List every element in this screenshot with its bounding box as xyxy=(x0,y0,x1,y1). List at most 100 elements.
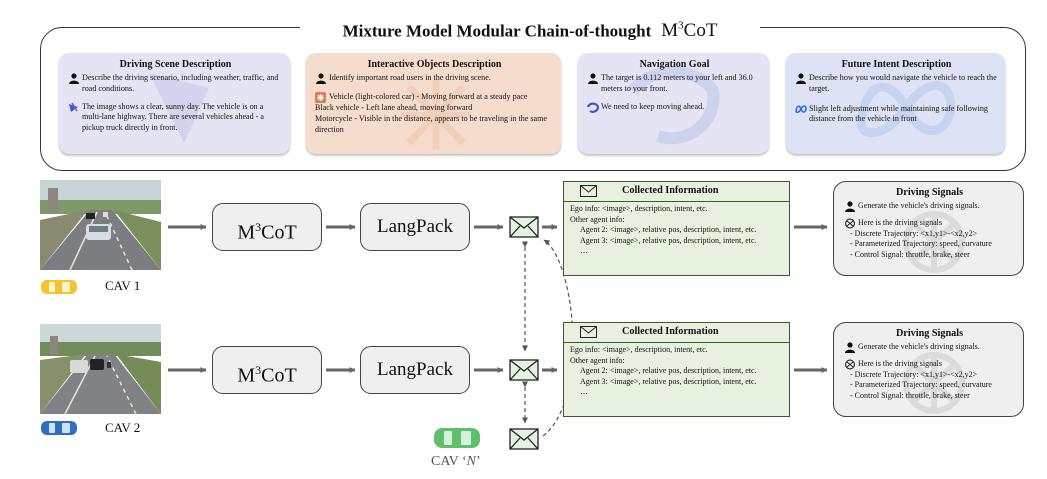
driving-signals-answer: Here is the driving signals xyxy=(858,358,942,368)
interactive-object-3: Motorcycle - Visible in the distance, ap… xyxy=(315,113,547,134)
openai-icon xyxy=(845,218,855,229)
signal-item-2: - Parameterized Trajectory: speed, curva… xyxy=(850,239,992,249)
driving-signals-answer: Here is the driving signals xyxy=(858,217,942,227)
openai-watermark-icon xyxy=(903,352,965,414)
interactive-objects-title: Interactive Objects Description xyxy=(367,59,502,70)
driving-signals-answer-line: Here is the driving signals xyxy=(844,218,1015,229)
envelope-icon xyxy=(580,185,597,197)
cav2-label: CAV 2 xyxy=(105,420,141,435)
interactive-object-1: Vehicle (light-colored car) - Moving for… xyxy=(329,92,528,101)
other-agent-info: Other agent info: xyxy=(570,214,625,224)
driving-signals-box-2: Driving Signals Generate the vehicle's d… xyxy=(833,322,1024,417)
navigation-goal-prompt-line: The target is 0.112 meters to your left … xyxy=(587,73,762,95)
interactive-objects-prompt-line: Identify important road users in the dri… xyxy=(315,73,554,84)
m3cot-module-1: M3CoT xyxy=(212,203,322,251)
collected-information-box-2: Collected Information Ego info: <image>,… xyxy=(563,322,790,417)
driving-scene-prompt-line: Describe the driving scenario, including… xyxy=(68,73,283,95)
more-agents: … xyxy=(580,387,588,396)
navigation-goal-answer: We need to keep moving ahead. xyxy=(601,101,705,111)
future-intent-answer-line: Slight left adjustment while maintaining… xyxy=(795,104,998,126)
signal-item-1: - Discrete Trajectory: <x1,y1>-<x2,y2> xyxy=(850,369,978,379)
driving-scene-answer: The image shows a clear, sunny day. The … xyxy=(82,101,265,133)
interactive-objects-answer-2: Black vehicle - Left lane ahead, moving … xyxy=(315,103,554,114)
driving-signals-prompt-line: Generate the vehicle's driving signals. xyxy=(844,201,1015,212)
envelope-icon xyxy=(509,428,539,450)
driving-signals-title: Driving Signals xyxy=(895,187,964,198)
badge-rest: CoT xyxy=(683,20,718,42)
collected-information-header: Collected Information xyxy=(564,182,789,202)
envelope-icon xyxy=(509,216,539,238)
cav-n-label-prefix: CAV ‘ xyxy=(431,454,467,469)
future-intent-title: Future Intent Description xyxy=(841,59,952,70)
future-intent-answer: Slight left adjustment while maintaining… xyxy=(809,103,988,124)
cav1-car-icon xyxy=(41,280,77,294)
user-icon xyxy=(845,200,855,212)
driving-scene-answer-line: The image shows a clear, sunny day. The … xyxy=(68,102,283,134)
signal-item-3: - Control Signal: throttle, brake, steer xyxy=(850,390,970,400)
langpack-module-2: LangPack xyxy=(360,346,470,394)
cav-n-label-n: N xyxy=(466,454,477,469)
gemini-watermark-icon xyxy=(149,73,209,143)
claude-icon xyxy=(315,92,326,103)
future-intent-panel: Future Intent Description Describe how y… xyxy=(786,53,1005,154)
navigation-goal-title: Navigation Goal xyxy=(639,59,710,70)
m3cot-module-2: M3CoT xyxy=(212,346,322,394)
gemini-icon xyxy=(69,102,78,112)
interactive-objects-answer-1: Vehicle (light-colored car) - Moving for… xyxy=(315,92,554,103)
interactive-objects-prompt: Identify important road users in the dri… xyxy=(329,73,491,82)
cav1-camera-image xyxy=(40,180,161,270)
agent3-info: Agent 3: <image>, relative pos, descript… xyxy=(580,235,757,245)
collected-information-header: Collected Information xyxy=(564,323,789,343)
user-icon xyxy=(316,73,326,84)
ego-info: Ego info: <image>, description, intent, … xyxy=(570,204,708,213)
navigation-goal-prompt: The target is 0.112 meters to your left … xyxy=(601,73,753,93)
cav-n-label-suffix: ’ xyxy=(476,454,481,469)
interactive-objects-panel: Interactive Objects Description Identify… xyxy=(306,53,561,154)
driving-signals-prompt-line: Generate the vehicle's driving signals. xyxy=(844,342,1015,353)
envelope-icon xyxy=(509,359,539,381)
m3cot-sup: 3 xyxy=(255,220,262,234)
navigation-goal-answer-line: We need to keep moving ahead. xyxy=(587,102,762,113)
cav-n-car-icon xyxy=(434,428,480,448)
m3cot-rest: CoT xyxy=(261,221,297,244)
langpack-module-1: LangPack xyxy=(360,203,470,251)
user-icon xyxy=(796,73,806,84)
collected-information-title: Collected Information xyxy=(622,185,719,196)
meta-watermark-icon xyxy=(856,81,956,138)
cav2-camera-image xyxy=(40,324,161,414)
claude-watermark-icon-2 xyxy=(627,66,720,145)
m3cot-rest: CoT xyxy=(261,364,297,387)
future-intent-prompt: Describe how you would navigate the vehi… xyxy=(809,73,997,93)
cav2-car-icon xyxy=(41,421,77,435)
driving-signals-prompt: Generate the vehicle's driving signals. xyxy=(858,200,980,210)
badge-sup: 3 xyxy=(678,20,684,32)
meta-icon xyxy=(795,104,807,113)
signal-item-3: - Control Signal: throttle, brake, steer xyxy=(850,249,970,259)
claude-watermark-icon xyxy=(401,80,471,150)
cav1-label: CAV 1 xyxy=(105,278,141,293)
agent2-info: Agent 2: <image>, relative pos, descript… xyxy=(580,225,757,234)
claude-icon xyxy=(587,102,599,113)
driving-scene-prompt: Describe the driving scenario, including… xyxy=(82,73,279,93)
m3cot-base: M xyxy=(237,221,256,244)
collected-information-title: Collected Information xyxy=(622,326,719,337)
driving-signals-prompt: Generate the vehicle's driving signals. xyxy=(858,341,980,351)
agent3-info: Agent 3: <image>, relative pos, descript… xyxy=(580,376,757,386)
future-intent-prompt-line: Describe how you would navigate the vehi… xyxy=(795,73,998,95)
more-agents: … xyxy=(580,246,588,255)
dashed-curve-msgN-to-msg1 xyxy=(542,239,574,437)
m3cot-sup: 3 xyxy=(255,363,262,377)
m3cot-base: M xyxy=(237,364,256,387)
collected-information-box-1: Collected Information Ego info: <image>,… xyxy=(563,181,790,276)
user-icon xyxy=(69,73,79,84)
other-agent-info: Other agent info: xyxy=(570,355,625,365)
navigation-goal-panel: Navigation Goal The target is 0.112 mete… xyxy=(578,53,769,154)
user-icon xyxy=(845,341,855,353)
driving-scene-title: Driving Scene Description xyxy=(119,59,232,70)
agent2-info: Agent 2: <image>, relative pos, descript… xyxy=(580,366,757,375)
driving-signals-answer-line: Here is the driving signals xyxy=(844,359,1015,370)
envelope-icon xyxy=(580,326,597,338)
driving-signals-box-1: Driving Signals Generate the vehicle's d… xyxy=(833,181,1024,276)
